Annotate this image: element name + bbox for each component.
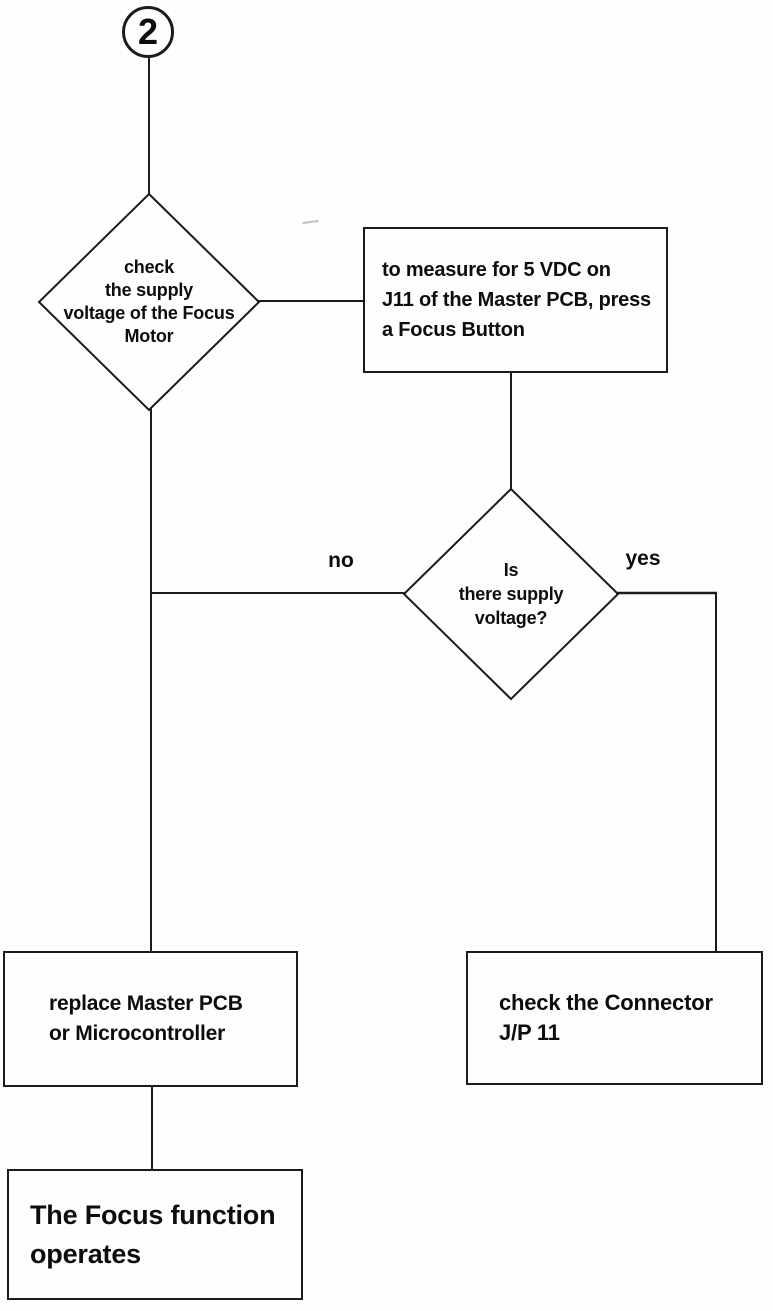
terminal-focus-function-operates: The Focus function operates: [7, 1169, 303, 1300]
process-measure-5vdc: to measure for 5 VDC on J11 of the Maste…: [363, 227, 668, 373]
page-connector-circle: 2: [122, 6, 174, 58]
decision-is-supply-voltage-text: Is there supply voltage?: [458, 560, 564, 628]
decision-check-supply-voltage-text: check the supply voltage of the Focus Mo…: [63, 257, 235, 346]
branch-label-yes: yes: [625, 547, 661, 570]
decision-is-supply-voltage-shape: [402, 487, 620, 701]
decision-check-supply-voltage-shape: [37, 192, 261, 412]
process-check-connector: check the Connector J/P 11: [466, 951, 763, 1085]
page-connector-label: 2: [137, 11, 159, 52]
process-replace-master-pcb: replace Master PCB or Microcontroller: [3, 951, 298, 1087]
branch-label-no: no: [328, 549, 354, 572]
